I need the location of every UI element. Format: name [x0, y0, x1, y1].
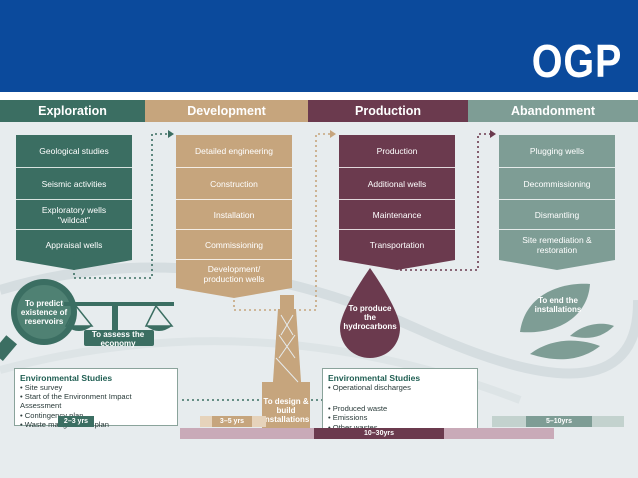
- production-steps: Production Additional wells Maintenance …: [339, 135, 455, 270]
- env-item: Other wastes: [328, 423, 472, 432]
- step-production: Production: [339, 135, 455, 168]
- step-dismantling: Dismantling: [499, 200, 615, 230]
- step-site-remediation: Site remediation & restoration: [499, 230, 615, 260]
- step-seismic-activities: Seismic activities: [16, 168, 132, 200]
- abandonment-arrow: [499, 260, 615, 270]
- duration-bar-exploration: 2–3 yrs: [58, 416, 94, 427]
- step-development-production-wells: Development/ production wells: [176, 260, 292, 288]
- duration-bar-abandonment: 5–10yrs: [526, 416, 592, 427]
- step-commissioning: Commissioning: [176, 230, 292, 260]
- phase-header-development: Development: [145, 100, 308, 122]
- lifecycle-diagram: Exploration Development Production Aband…: [0, 100, 638, 478]
- duration-exploration: 2–3 yrs: [63, 418, 89, 425]
- phase-header-production: Production: [308, 100, 468, 122]
- env-item: Emissions: [328, 413, 472, 422]
- step-exploratory-wells: Exploratory wells "wildcat": [16, 200, 132, 230]
- env-title-left: Environmental Studies: [20, 373, 113, 383]
- env-item: Contingency plan: [20, 411, 172, 420]
- duration-abandonment: 5–10yrs: [545, 418, 573, 425]
- magnifier-icon: [0, 279, 77, 362]
- duration-development: 3–5 yrs: [219, 418, 245, 425]
- step-geological-studies: Geological studies: [16, 135, 132, 168]
- goal-design-build: To design & build installations: [262, 397, 310, 424]
- phase-header-exploration: Exploration: [0, 100, 145, 122]
- goal-assess-economy: To assess the economy: [91, 330, 145, 348]
- env-list-left: Site survey Start of the Environment Imp…: [20, 383, 172, 429]
- env-studies-exploration: Environmental Studies Site survey Start …: [14, 368, 178, 429]
- step-additional-wells: Additional wells: [339, 168, 455, 200]
- ogp-logo: OGP: [531, 35, 622, 87]
- goal-predict-reservoirs: To predict existence of reservoirs: [20, 299, 68, 326]
- phase-header-abandonment: Abandonment: [468, 100, 638, 122]
- oil-derrick-icon: [262, 295, 310, 432]
- step-maintenance: Maintenance: [339, 200, 455, 230]
- duration-production: 10–30yrs: [364, 430, 394, 437]
- step-construction: Construction: [176, 168, 292, 200]
- step-decommissioning: Decommissioning: [499, 168, 615, 200]
- env-item: Produced waste: [328, 404, 472, 413]
- step-detailed-engineering: Detailed engineering: [176, 135, 292, 168]
- scale-icon: [64, 302, 174, 346]
- step-plugging-wells: Plugging wells: [499, 135, 615, 168]
- env-list-right: Operational discharges Produced waste Em…: [328, 383, 472, 432]
- env-item: Waste mangaement plan: [20, 420, 172, 429]
- step-transportation: Transportation: [339, 230, 455, 260]
- connectors-and-illustrations: [0, 130, 614, 432]
- duration-bar-production: 10–30yrs: [314, 428, 444, 439]
- development-steps: Detailed engineering Construction Instal…: [176, 135, 292, 298]
- env-item: Start of the Environment Impact Assessme…: [20, 392, 172, 410]
- header-banner: OGP: [0, 0, 638, 92]
- step-installation: Installation: [176, 200, 292, 230]
- oil-drop-icon: [340, 268, 400, 358]
- env-item: Site survey: [20, 383, 172, 392]
- abandonment-steps: Plugging wells Decommissioning Dismantli…: [499, 135, 615, 270]
- env-item: Operational discharges: [328, 383, 472, 392]
- env-studies-production: Environmental Studies Operational discha…: [322, 368, 478, 434]
- goal-end-installations: To end the installations: [534, 296, 582, 314]
- env-title-right: Environmental Studies: [328, 373, 421, 383]
- development-arrow: [176, 288, 292, 298]
- goal-produce-hydrocarbons: To produce the hydrocarbons: [343, 304, 397, 331]
- duration-bar-development: 3–5 yrs: [212, 416, 252, 427]
- leaves-icon: [520, 283, 614, 360]
